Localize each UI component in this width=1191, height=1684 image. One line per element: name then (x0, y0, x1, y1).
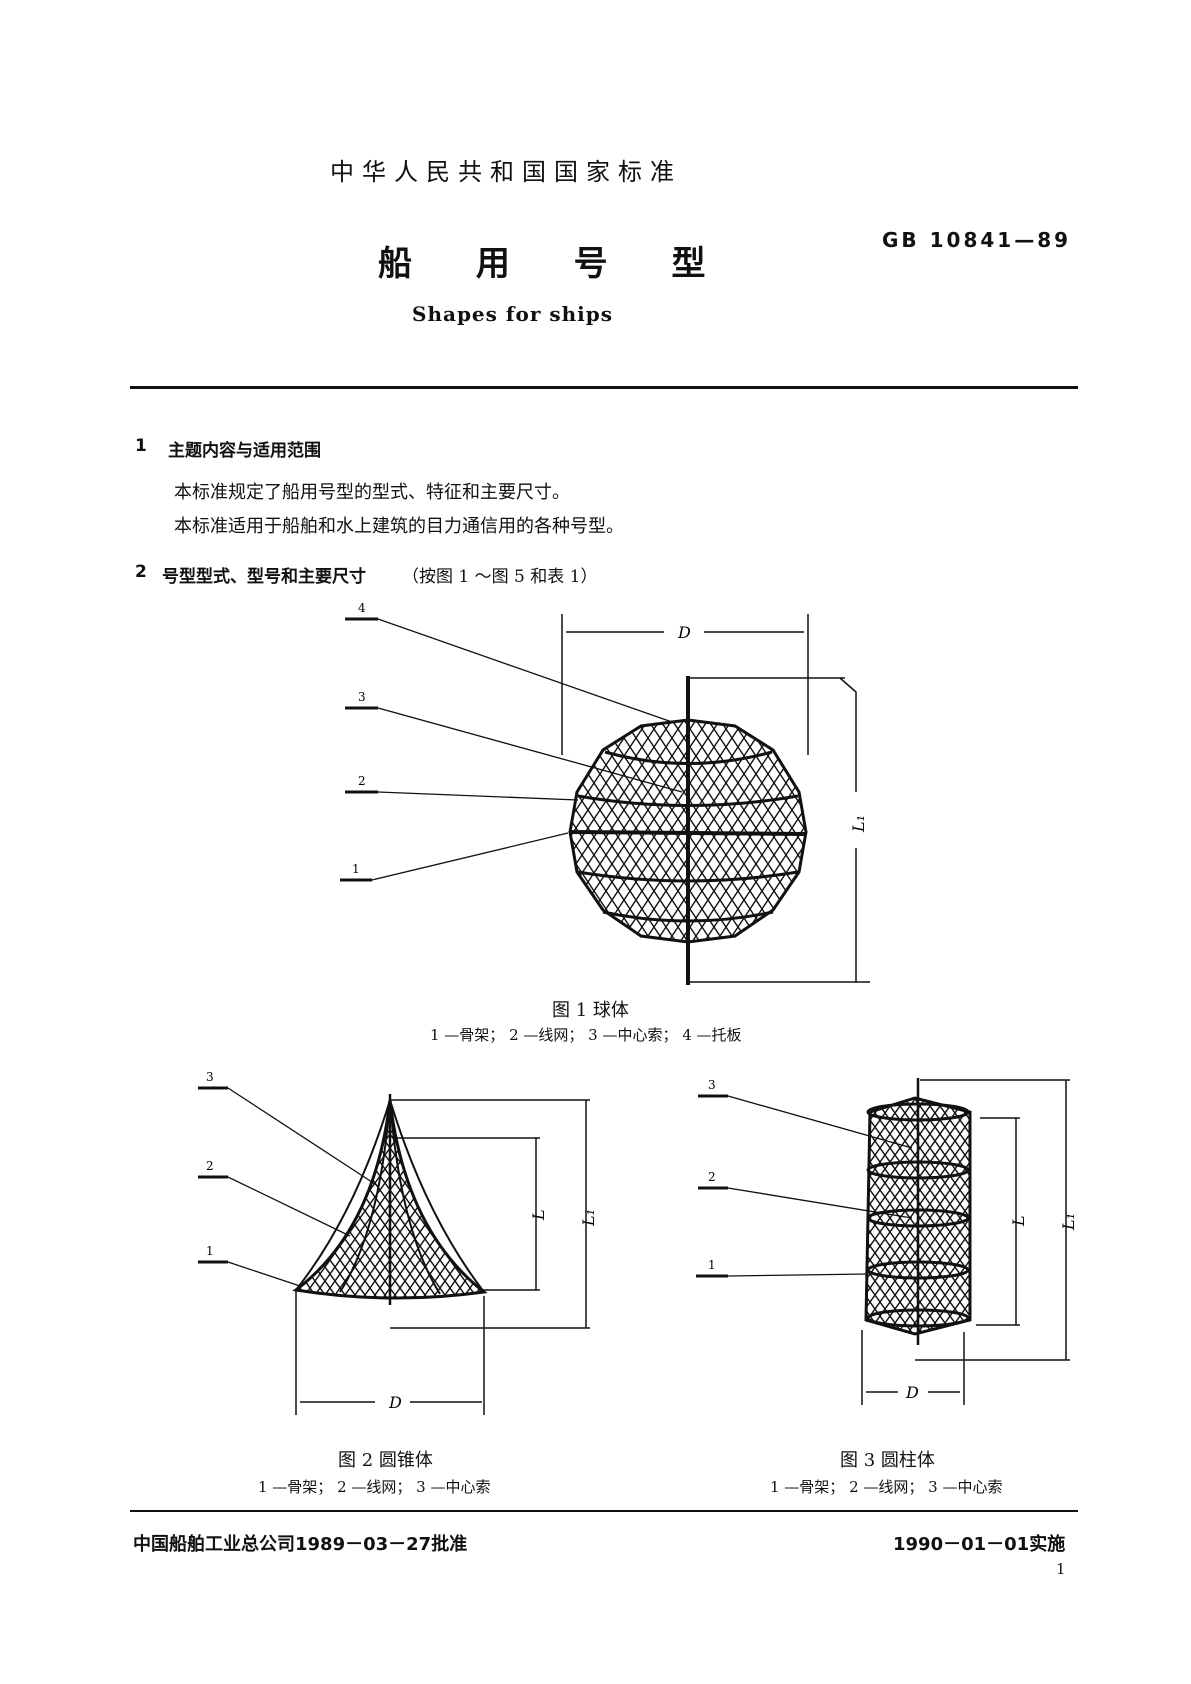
fig2-callout-3: 3 (206, 1070, 214, 1084)
section-2-figure-reference: （按图 1 ～图 5 和表 1） (402, 567, 598, 587)
page-number: 1 (1056, 1560, 1066, 1578)
effective-date: 1990－01－01实施 (893, 1534, 1066, 1555)
fig3-dim-l1: L₁ (1059, 1213, 1078, 1231)
fig3-callout-1: 1 (708, 1258, 716, 1272)
figure-2-caption: 图 2 圆锥体 (338, 1450, 433, 1471)
fig2-callout-2: 2 (206, 1159, 214, 1173)
fig1-callout-2: 2 (358, 774, 366, 788)
approval-date: 中国船舶工业总公司1989－03－27批准 (133, 1534, 468, 1555)
section-2-number: 2 (135, 562, 147, 582)
fig1-callout-4: 4 (358, 601, 366, 615)
section-1-paragraph-2: 本标准适用于船舶和水上建筑的目力通信用的各种号型。 (174, 516, 624, 537)
figure-1-legend: 1 —骨架； 2 —线网； 3 —中心索； 4 —托板 (430, 1026, 742, 1044)
fig3-dim-l: L (1009, 1215, 1028, 1227)
figure-3-legend: 1 —骨架； 2 —线网； 3 —中心索 (770, 1478, 1003, 1496)
fig1-callout-1: 1 (352, 862, 360, 876)
figure-3-cylinder (696, 1078, 1070, 1405)
fig2-dim-d: D (388, 1393, 402, 1412)
figure-1-caption: 图 1 球体 (552, 1000, 629, 1021)
fig3-dim-d: D (905, 1383, 919, 1402)
document-subtitle: Shapes for ships (412, 302, 613, 326)
fig1-callout-3: 3 (358, 690, 366, 704)
fig3-callout-3: 3 (708, 1078, 716, 1092)
section-1-number: 1 (135, 436, 147, 456)
fig2-callout-1: 1 (206, 1244, 214, 1258)
fig2-dim-l1: L₁ (579, 1209, 598, 1227)
standard-code: GB 10841—89 (882, 228, 1072, 252)
figure-3-caption: 图 3 圆柱体 (840, 1450, 935, 1471)
fig3-callout-2: 2 (708, 1170, 716, 1184)
fig1-dim-l1: L₁ (849, 815, 868, 833)
figure-1-sphere (340, 614, 870, 985)
document-title: 船 用 号 型 (378, 244, 732, 284)
section-1-title: 主题内容与适用范围 (168, 441, 321, 461)
header-rule (130, 386, 1078, 389)
figure-2-legend: 1 —骨架； 2 —线网； 3 —中心索 (258, 1478, 491, 1496)
footer-rule (130, 1510, 1078, 1512)
standard-organization: 中华人民共和国国家标准 (330, 158, 682, 186)
fig2-dim-l: L (529, 1209, 548, 1221)
section-1-paragraph-1: 本标准规定了船用号型的型式、特征和主要尺寸。 (174, 482, 570, 503)
fig1-dim-d: D (677, 623, 691, 642)
section-2-title: 号型型式、型号和主要尺寸 (162, 567, 366, 587)
figure-2-cone (198, 1086, 590, 1415)
